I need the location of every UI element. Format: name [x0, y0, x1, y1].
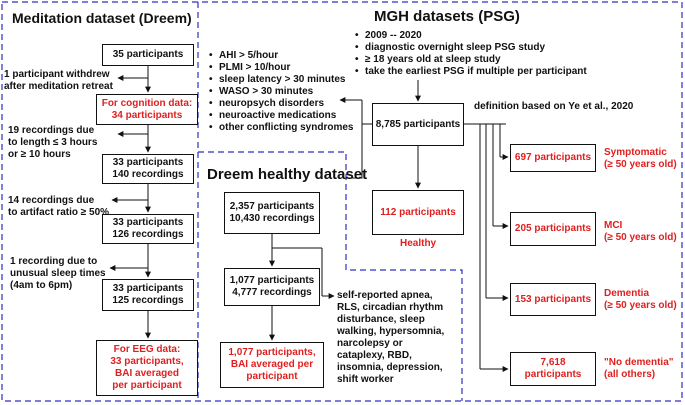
meditation-section-title: Meditation dataset (Dreem): [12, 10, 192, 26]
mgh-exclusion-list: AHI > 5/hour PLMI > 10/hour sleep latenc…: [209, 50, 353, 134]
exclusion-item: sleep latency > 30 minutes: [209, 74, 353, 86]
exclusion-item: neuroactive medications: [209, 110, 353, 122]
group-label-no-dementia: "No dementia"(all others): [604, 357, 674, 380]
exclusion-item: AHI > 5/hour: [209, 50, 353, 62]
criteria-item: take the earliest PSG if multiple per pa…: [355, 66, 587, 78]
mgh-section-title: MGH datasets (PSG): [374, 8, 520, 25]
criteria-item: 2009 -- 2020: [355, 30, 587, 42]
meditation-box-enrolled: 35 participants: [102, 44, 194, 66]
exclusion-item: WASO > 30 minutes: [209, 86, 353, 98]
group-box-dementia: 153 participants: [510, 283, 596, 316]
group-box-mci: 205 participants: [510, 212, 596, 246]
group-box-no-dementia: 7,618 participants: [510, 352, 596, 386]
meditation-box-cognition: For cognition data:34 participants: [96, 94, 198, 125]
healthy-section-title: Dreem healthy dataset: [207, 166, 368, 183]
group-label-symptomatic: Symptomatic(≥ 50 years old): [604, 147, 677, 170]
criteria-item: ≥ 18 years old at sleep study: [355, 54, 587, 66]
exclusion-item: PLMI > 10/hour: [209, 62, 353, 74]
mgh-box-total: 8,785 participants: [372, 103, 464, 146]
definition-note: definition based on Ye et al., 2020: [474, 101, 634, 112]
exclusion-item: neuropsych disorders: [209, 98, 353, 110]
healthy-label: Healthy: [400, 238, 437, 249]
group-label-mci: MCI(≥ 50 years old): [604, 220, 677, 243]
meditation-box-eeg: For EEG data:33 participants,BAI average…: [96, 340, 198, 396]
exclusion-item: other conflicting syndromes: [209, 122, 353, 134]
mgh-inclusion-criteria: 2009 -- 2020 diagnostic overnight sleep …: [355, 30, 587, 78]
group-box-symptomatic: 697 participants: [510, 144, 596, 172]
group-label-dementia: Dementia(≥ 50 years old): [604, 288, 677, 311]
healthy-exclusion-list: self-reported apnea, RLS, circadian rhyt…: [337, 290, 445, 385]
mgh-box-healthy: 112 participants: [372, 190, 464, 235]
criteria-item: diagnostic overnight sleep PSG study: [355, 42, 587, 54]
healthy-frame: [198, 151, 463, 401]
